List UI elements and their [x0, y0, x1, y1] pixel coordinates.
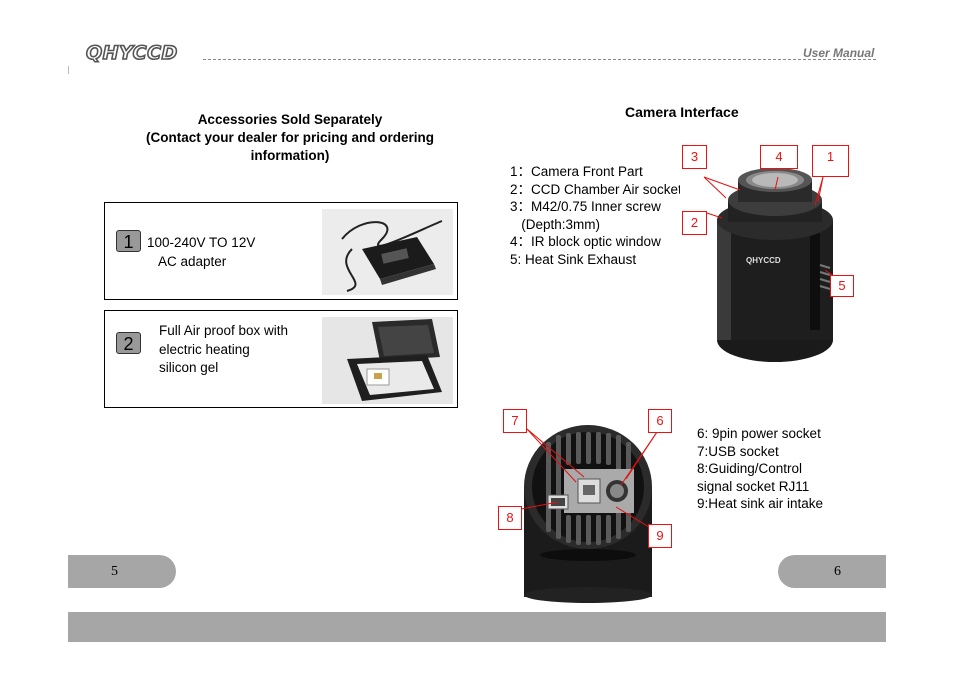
page-number-right: 6	[778, 555, 886, 588]
page-number-left: 5	[68, 555, 176, 588]
accessories-title-line-2: (Contact your dealer for pricing and ord…	[145, 130, 435, 145]
front-parts-list: 1：Camera Front Part 2：CCD Chamber Air so…	[510, 163, 682, 269]
camera-brand-label: QHYCCD	[746, 256, 781, 265]
front-callout-5: 5	[830, 275, 854, 297]
margin-mark	[68, 66, 69, 74]
accessories-title: Accessories Sold Separately (Contact you…	[110, 111, 470, 165]
rear-callout-6: 6	[648, 409, 672, 433]
rear-part-7: 7:USB socket	[697, 443, 779, 459]
accessory-1-line-1: 100-240V TO 12V	[147, 235, 256, 250]
front-callout-2: 2	[682, 211, 707, 235]
front-part-2: 2：CCD Chamber Air socket	[510, 181, 682, 197]
accessory-number-1: 1	[116, 230, 141, 252]
rear-part-8: 8:Guiding/Control	[697, 461, 803, 477]
header-divider	[203, 59, 876, 60]
rear-part-6: 6: 9pin power socket	[697, 426, 821, 441]
rear-callout-7: 7	[503, 409, 527, 433]
qhyccd-logo: QHYCCD	[85, 41, 178, 65]
front-part-3: 3：M42/0.75 Inner screw	[510, 199, 661, 215]
page-number-right-text: 6	[834, 564, 841, 579]
accessory-label-2: Full Air proof box with electric heating…	[159, 322, 288, 378]
accessory-2-line-3: silicon gel	[159, 360, 219, 375]
accessory-1-line-2: AC adapter	[158, 253, 227, 269]
page-number-left-text: 5	[111, 564, 118, 579]
front-part-3-detail: (Depth:3mm)	[510, 216, 601, 232]
rear-part-9: 9:Heat sink air intake	[697, 496, 824, 512]
rear-callout-9: 9	[648, 524, 672, 548]
footer-bar	[68, 612, 886, 642]
accessory-item-1	[104, 202, 458, 300]
front-part-1: 1：Camera Front Part	[510, 164, 643, 179]
front-callout-4: 4	[760, 145, 798, 169]
rear-callout-leaders	[520, 428, 660, 528]
accessory-2-line-2: electric heating	[159, 341, 250, 357]
ac-adapter-photo	[322, 209, 453, 295]
accessory-item-2	[104, 310, 458, 408]
front-callout-3: 3	[682, 145, 707, 169]
front-callout-1: 1	[812, 145, 849, 177]
rear-parts-list: 6: 9pin power socket 7:USB socket 8:Guid…	[697, 425, 823, 513]
accessory-number-2: 2	[116, 332, 141, 354]
camera-rear-photo	[496, 407, 678, 604]
accessory-label-1: 100-240V TO 12V AC adapter	[147, 234, 255, 271]
accessories-title-line-3: information)	[250, 148, 330, 163]
front-part-4: 4：IR block optic window	[510, 234, 661, 250]
camera-front-photo	[680, 140, 850, 402]
camera-interface-title: Camera Interface	[625, 104, 739, 120]
accessories-title-line-1: Accessories Sold Separately	[197, 112, 383, 127]
rear-part-8-detail: signal socket RJ11	[697, 478, 810, 494]
front-part-5: 5: Heat Sink Exhaust	[510, 251, 637, 267]
rear-callout-8: 8	[498, 506, 522, 530]
user-manual-label: User Manual	[803, 46, 875, 60]
accessory-2-line-1: Full Air proof box with	[159, 323, 289, 338]
airproof-box-photo	[322, 317, 453, 404]
